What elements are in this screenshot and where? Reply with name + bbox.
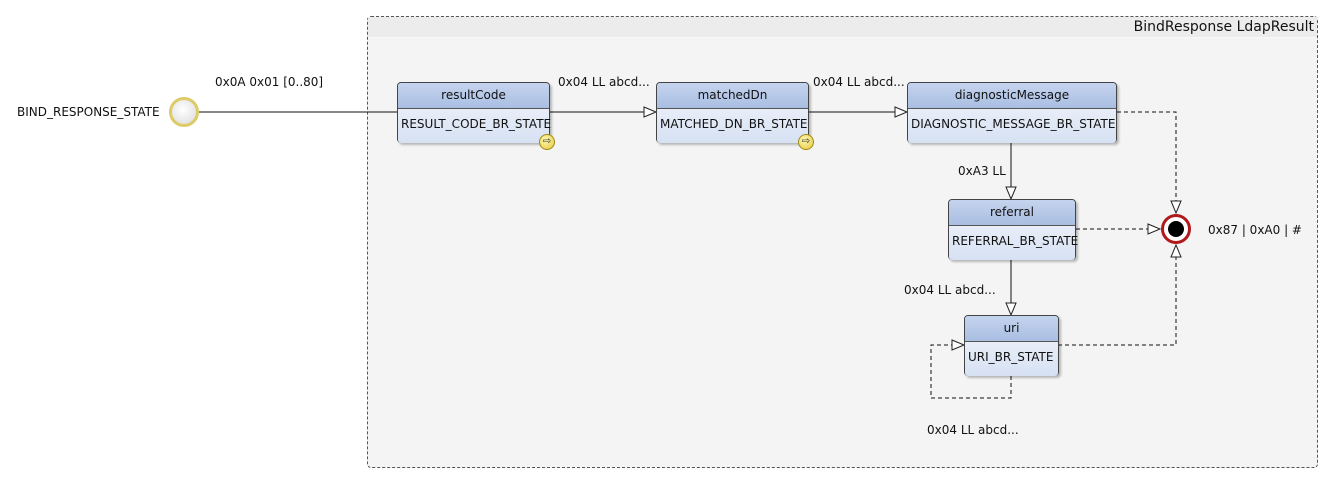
region-title-bar: BindResponse LdapResult (368, 17, 1317, 38)
state-action: DIAGNOSTIC_MESSAGE_BR_STATE (908, 109, 1116, 143)
label-to-final: 0x87 | 0xA0 | # (1208, 223, 1302, 237)
label-result-code-to-matched-dn: 0x04 LL abcd... (558, 75, 650, 89)
state-name: uri (965, 316, 1058, 342)
state-name: resultCode (398, 83, 549, 109)
final-state[interactable] (1161, 214, 1191, 244)
edge-uri-self-loop[interactable] (930, 345, 1012, 399)
state-action: REFERRAL_BR_STATE (949, 226, 1078, 260)
label-referral-to-uri: 0x04 LL abcd... (904, 283, 996, 297)
state-name: referral (949, 200, 1075, 226)
state-result-code[interactable]: resultCode RESULT_CODE_BR_STATE ⇨ (397, 82, 555, 150)
state-action: URI_BR_STATE (965, 342, 1058, 376)
state-diagnostic-message[interactable]: diagnosticMessage DIAGNOSTIC_MESSAGE_BR_… (907, 82, 1117, 143)
state-uri[interactable]: uri URI_BR_STATE (964, 315, 1059, 376)
state-referral[interactable]: referral REFERRAL_BR_STATE (948, 199, 1078, 260)
state-action: RESULT_CODE_BR_STATE (398, 109, 551, 143)
label-diagnostic-to-referral: 0xA3 LL (958, 164, 1006, 178)
state-name: matchedDn (657, 83, 808, 109)
state-name: diagnosticMessage (908, 83, 1116, 109)
state-action: MATCHED_DN_BR_STATE (657, 109, 808, 143)
initial-state-label: BIND_RESPONSE_STATE (17, 105, 160, 119)
label-matched-dn-to-diagnostic: 0x04 LL abcd... (813, 75, 905, 89)
subdiagram-icon[interactable]: ⇨ (539, 134, 555, 150)
initial-pseudostate[interactable] (169, 97, 199, 127)
edge-diagnostic-to-final[interactable] (1117, 111, 1176, 213)
region-title: BindResponse LdapResult (1133, 19, 1314, 35)
state-matched-dn[interactable]: matchedDn MATCHED_DN_BR_STATE ⇨ (656, 82, 814, 150)
label-initial-to-result-code: 0x0A 0x01 [0..80] (215, 75, 324, 89)
label-uri-self-loop: 0x04 LL abcd... (927, 423, 1019, 437)
subdiagram-icon[interactable]: ⇨ (798, 134, 814, 150)
edge-uri-to-final[interactable] (1058, 245, 1176, 346)
